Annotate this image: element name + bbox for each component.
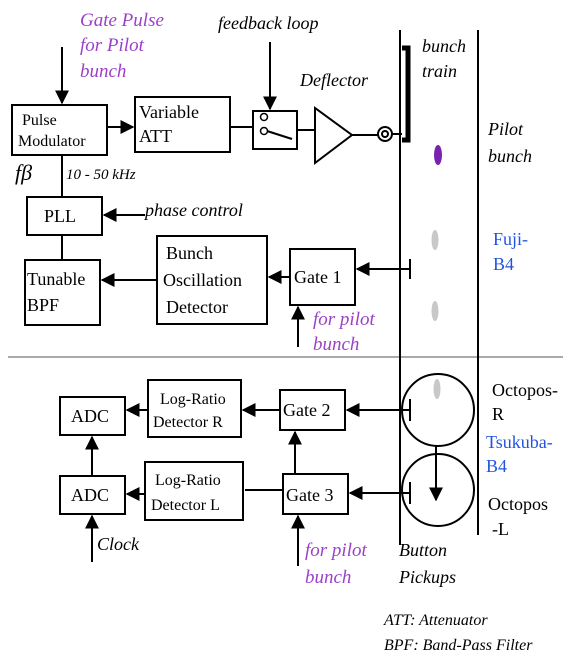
bunch-osc-detector-box (156, 235, 268, 325)
tsukuba-b4-label-1: Tsukuba- (486, 432, 553, 452)
octopos-l-label-1: Octopos (488, 494, 548, 514)
gate2-label: Gate 2 (283, 400, 330, 420)
gate1-label: Gate 1 (294, 267, 341, 287)
pulse-modulator-label-2: Modulator (18, 133, 86, 150)
variable-att-box (134, 96, 231, 153)
bunch-osc-label-3: Detector (166, 297, 228, 317)
phase-control-label: phase control (143, 200, 243, 220)
adc-r-label: ADC (71, 406, 109, 426)
deflector-coupler-inner (381, 130, 389, 138)
log-ratio-r-label-1: Log-Ratio (160, 391, 226, 408)
pickup-l-circle (401, 453, 475, 527)
switch-contact-1 (259, 112, 269, 122)
deflector-coupler-outer (377, 126, 393, 142)
fuji-b4-label-2: B4 (493, 254, 514, 274)
gate-pulse-label-3: bunch (80, 61, 126, 82)
tunable-bpf-label-1: Tunable (27, 269, 85, 289)
gate3-box (282, 473, 349, 515)
train-bunch-3 (433, 379, 441, 399)
pilot-bunch-label-2: bunch (488, 146, 532, 166)
bunch-train-label-1: bunch (422, 36, 466, 56)
legend-bpf: BPF: Band-Pass Filter (384, 637, 533, 654)
pilot-bottom-label-1: for pilot (305, 540, 367, 561)
pilot-bunch-mark (434, 145, 442, 165)
feedback-loop-label: feedback loop (218, 13, 318, 33)
gate3-label: Gate 3 (286, 485, 333, 505)
octopos-r-label-1: Octopos- (492, 380, 558, 400)
pll-box (26, 196, 103, 236)
train-bunch-1 (431, 230, 439, 250)
tsukuba-b4-label-2: B4 (486, 456, 507, 476)
octopos-r-label-2: R (492, 404, 504, 424)
fuji-b4-label-1: Fuji- (493, 229, 528, 249)
gate2-box (279, 389, 346, 431)
switch-blade (266, 130, 293, 140)
freq-range-label: 10 - 50 kHz (66, 167, 136, 183)
clock-label: Clock (97, 534, 140, 554)
variable-att-label-1: Variable (139, 102, 199, 122)
variable-att-label-2: ATT (139, 126, 172, 146)
deflector-label: Deflector (299, 70, 369, 90)
switch-contact-2 (259, 126, 269, 136)
adc-r-box (59, 396, 126, 436)
gate-pulse-label-1: Gate Pulse (80, 10, 164, 31)
pll-label: PLL (44, 206, 76, 226)
train-bunch-2 (431, 301, 439, 321)
pulse-modulator-box (11, 104, 108, 156)
log-ratio-r-box (147, 379, 242, 438)
log-ratio-l-box (144, 461, 244, 521)
log-ratio-l-label-2: Detector L (151, 497, 220, 514)
deflector-amplifier (314, 106, 354, 166)
pilot-top-label-2: bunch (313, 334, 359, 355)
button-pickups-label-2: Pickups (398, 567, 456, 587)
bunch-osc-label-1: Bunch (166, 243, 213, 263)
f-beta-label: fβ (15, 160, 32, 185)
bunch-train-label-2: train (422, 61, 457, 81)
legend-att: ATT: Attenuator (383, 612, 488, 629)
bunch-train-marker (402, 45, 411, 143)
bunch-osc-label-2: Oscillation (163, 270, 242, 290)
pilot-top-label-1: for pilot (313, 309, 375, 330)
log-ratio-l-label-1: Log-Ratio (155, 472, 221, 489)
pilot-bottom-label-2: bunch (305, 567, 351, 588)
switch-box (252, 110, 298, 150)
pilot-bunch-label-1: Pilot (487, 119, 524, 139)
octopos-l-label-2: -L (492, 519, 509, 539)
gate-pulse-label-2: for Pilot (80, 35, 145, 56)
pulse-modulator-label-1: Pulse (22, 112, 57, 129)
button-pickups-label-1: Button (399, 540, 447, 560)
tunable-bpf-box (24, 259, 101, 326)
log-ratio-r-label-2: Detector R (153, 414, 223, 431)
tunable-bpf-label-2: BPF (27, 295, 59, 315)
adc-l-label: ADC (71, 485, 109, 505)
